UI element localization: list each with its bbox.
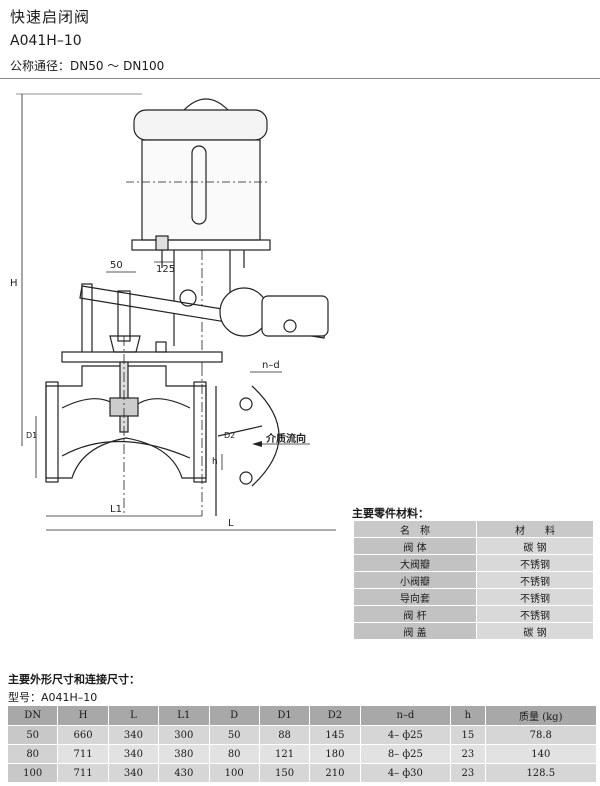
table-row: 导向套不锈钢	[353, 588, 594, 606]
cell-mass: 140	[484, 744, 598, 764]
part-material: 碳 钢	[476, 537, 594, 555]
table-row: 阀 杆不锈钢	[353, 605, 594, 623]
dims-header-mass: 质量 (kg)	[484, 705, 598, 726]
table-row: 阀 体碳 钢	[353, 537, 594, 555]
dim-l1-label: L1	[110, 504, 122, 515]
dims-header-h-small: h	[450, 705, 486, 726]
cell-d2: 210	[309, 763, 361, 783]
cell-h-small: 23	[450, 763, 486, 783]
dimensions-title: 主要外形尺寸和连接尺寸：	[8, 673, 140, 686]
part-material: 不锈钢	[476, 554, 594, 572]
page-title: 快速启闭阀	[10, 8, 91, 26]
dims-header-d: D	[208, 705, 260, 726]
cell-h-small: 23	[450, 744, 486, 764]
cell-d1: 150	[258, 763, 311, 783]
part-name: 阀 杆	[353, 605, 477, 623]
cell-nd: 4– ф30	[359, 763, 452, 783]
cell-d1: 88	[258, 725, 311, 745]
cell-l1: 300	[158, 725, 210, 745]
dim-nd-label: n–d	[262, 360, 280, 371]
cell-dn: 100	[6, 763, 59, 783]
part-material: 不锈钢	[476, 571, 594, 589]
dim-h-small-label: h	[212, 457, 218, 467]
materials-header-name: 名 称	[353, 520, 477, 538]
dim-d2-label: D2	[224, 431, 235, 440]
cell-mass: 128.5	[484, 763, 598, 783]
cell-d: 80	[208, 744, 260, 764]
cell-nd: 4– ф25	[359, 725, 452, 745]
materials-title: 主要零件材料：	[352, 507, 429, 520]
cell-nd: 8– ф25	[359, 744, 452, 764]
dim-125-label: 125	[156, 264, 175, 275]
part-name: 小阀瓣	[353, 571, 477, 589]
cell-d2: 180	[309, 744, 361, 764]
dims-header-d1: D1	[258, 705, 311, 726]
valve-drawing: 50 125 H D1 D2 h n–d L1 L 介质流向	[10, 93, 336, 531]
actuator-base	[131, 239, 271, 251]
flow-direction-label: 介质流向	[265, 432, 306, 445]
counter-weight	[219, 287, 269, 337]
table-row: 50 660 340 300 50 88 145 4– ф25 15 78.8	[6, 725, 598, 745]
actuator-body	[141, 139, 261, 241]
header-divider	[0, 78, 600, 79]
part-material: 碳 钢	[476, 622, 594, 640]
cell-h: 660	[57, 725, 109, 745]
cell-dn: 50	[6, 725, 59, 745]
cell-d: 100	[208, 763, 260, 783]
dims-header-h: H	[57, 705, 109, 726]
cell-dn: 80	[6, 744, 59, 764]
cell-h: 711	[57, 744, 109, 764]
table-row: 阀 盖碳 钢	[353, 622, 594, 640]
materials-table: 名 称 材 料 阀 体碳 钢 大阀瓣不锈钢 小阀瓣不锈钢 导向套不锈钢 阀 杆不…	[353, 520, 594, 640]
flange-side-view	[251, 385, 280, 487]
bonnet-flange	[61, 351, 223, 363]
cell-l: 340	[107, 763, 160, 783]
model-number: A041H–10	[10, 33, 82, 49]
cell-h: 711	[57, 763, 109, 783]
dims-header-l: L	[107, 705, 160, 726]
dim-h-label: H	[10, 278, 18, 289]
part-name: 导向套	[353, 588, 477, 606]
cell-h-small: 15	[450, 725, 486, 745]
dim-d1-label: D1	[26, 431, 37, 440]
dim-l-label: L	[228, 518, 234, 529]
table-row: 80 711 340 380 80 121 180 8– ф25 23 140	[6, 744, 598, 764]
cell-mass: 78.8	[484, 725, 598, 745]
table-row: 小阀瓣不锈钢	[353, 571, 594, 589]
dims-header-l1: L1	[158, 705, 210, 726]
actuator-top-knob	[183, 98, 229, 111]
dim-50-label: 50	[110, 260, 123, 271]
table-row: 大阀瓣不锈钢	[353, 554, 594, 572]
cell-d2: 145	[309, 725, 361, 745]
dims-header-dn: DN	[6, 705, 59, 726]
dimensions-model-line: 型号：A041H–10	[8, 691, 98, 704]
cell-d: 50	[208, 725, 260, 745]
part-name: 阀 盖	[353, 622, 477, 640]
table-row: 100 711 340 430 100 150 210 4– ф30 23 12…	[6, 763, 598, 783]
nominal-diameter: 公称通径：DN50 ～ DN100	[10, 59, 165, 73]
part-material: 不锈钢	[476, 588, 594, 606]
part-material: 不锈钢	[476, 605, 594, 623]
dims-header-nd: n–d	[359, 705, 452, 726]
materials-header-material: 材 料	[476, 520, 594, 538]
cell-l: 340	[107, 744, 160, 764]
actuator-cap	[133, 109, 268, 141]
cell-d1: 121	[258, 744, 311, 764]
part-name: 阀 体	[353, 537, 477, 555]
dims-header-d2: D2	[309, 705, 361, 726]
cell-l: 340	[107, 725, 160, 745]
dimensions-table: DN H L L1 D D1 D2 n–d h 质量 (kg) 50 660 3…	[6, 705, 598, 783]
part-name: 大阀瓣	[353, 554, 477, 572]
cell-l1: 430	[158, 763, 210, 783]
actuator-window	[191, 145, 207, 225]
cell-l1: 380	[158, 744, 210, 764]
